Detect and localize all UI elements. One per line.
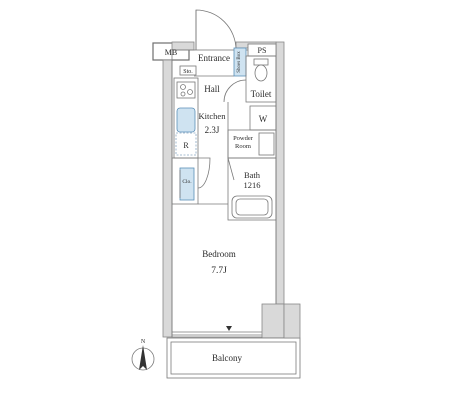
vanity xyxy=(258,132,275,156)
kitchen-sink xyxy=(176,107,196,133)
balcony-inner xyxy=(170,341,297,375)
closet-label: Clo. xyxy=(182,179,192,185)
toilet-bowl xyxy=(254,64,268,82)
bedroom-label: Bedroom xyxy=(202,249,236,259)
powder-room-label-1: Powder xyxy=(233,135,254,142)
refrigerator-label: R xyxy=(183,141,189,150)
sto-label: Sto. xyxy=(183,69,193,75)
bath-room xyxy=(227,157,277,221)
exterior-wall-right xyxy=(275,41,285,305)
burner-icon xyxy=(180,91,186,97)
toilet-room xyxy=(245,55,277,103)
balcony-label: Balcony xyxy=(212,353,242,363)
closet xyxy=(171,157,199,205)
entrance-label: Entrance xyxy=(198,53,230,63)
toilet-label: Toilet xyxy=(251,89,272,99)
ac-outdoor-unit xyxy=(261,303,285,339)
bath-label: Bath xyxy=(244,170,261,180)
kitchen-label: Kitchen xyxy=(199,111,227,121)
hall-label: Hall xyxy=(204,84,220,94)
compass-label: N xyxy=(141,339,146,345)
bathtub-inner xyxy=(235,198,269,216)
toilet-tank xyxy=(253,58,269,66)
ps-label: PS xyxy=(258,46,267,55)
entry-arrow-icon xyxy=(226,326,232,331)
bath-door xyxy=(227,157,235,181)
exterior-wall-left xyxy=(162,59,173,338)
balcony-corner xyxy=(283,303,301,339)
bedroom-door-swing xyxy=(197,157,211,189)
kitchen-size-label: 2.3J xyxy=(205,125,220,135)
burner-icon xyxy=(180,84,186,90)
balcony xyxy=(166,337,301,379)
powder-room-label-2: Room xyxy=(235,143,251,150)
entrance-door-swing xyxy=(195,9,237,51)
stove xyxy=(176,81,196,99)
mb-label: MB xyxy=(165,48,177,57)
bath-size-label: 1216 xyxy=(244,180,261,190)
shoes-box-label: Shoes Box xyxy=(237,51,242,73)
north-arrow-icon xyxy=(139,345,147,370)
washer-label: W xyxy=(259,114,268,124)
compass-rose xyxy=(131,345,155,371)
bathtub xyxy=(231,195,273,219)
sto-box xyxy=(179,65,197,76)
burner-icon xyxy=(187,89,193,95)
toilet-door-swing xyxy=(223,79,247,103)
bedroom-size-label: 7.7J xyxy=(211,266,227,276)
